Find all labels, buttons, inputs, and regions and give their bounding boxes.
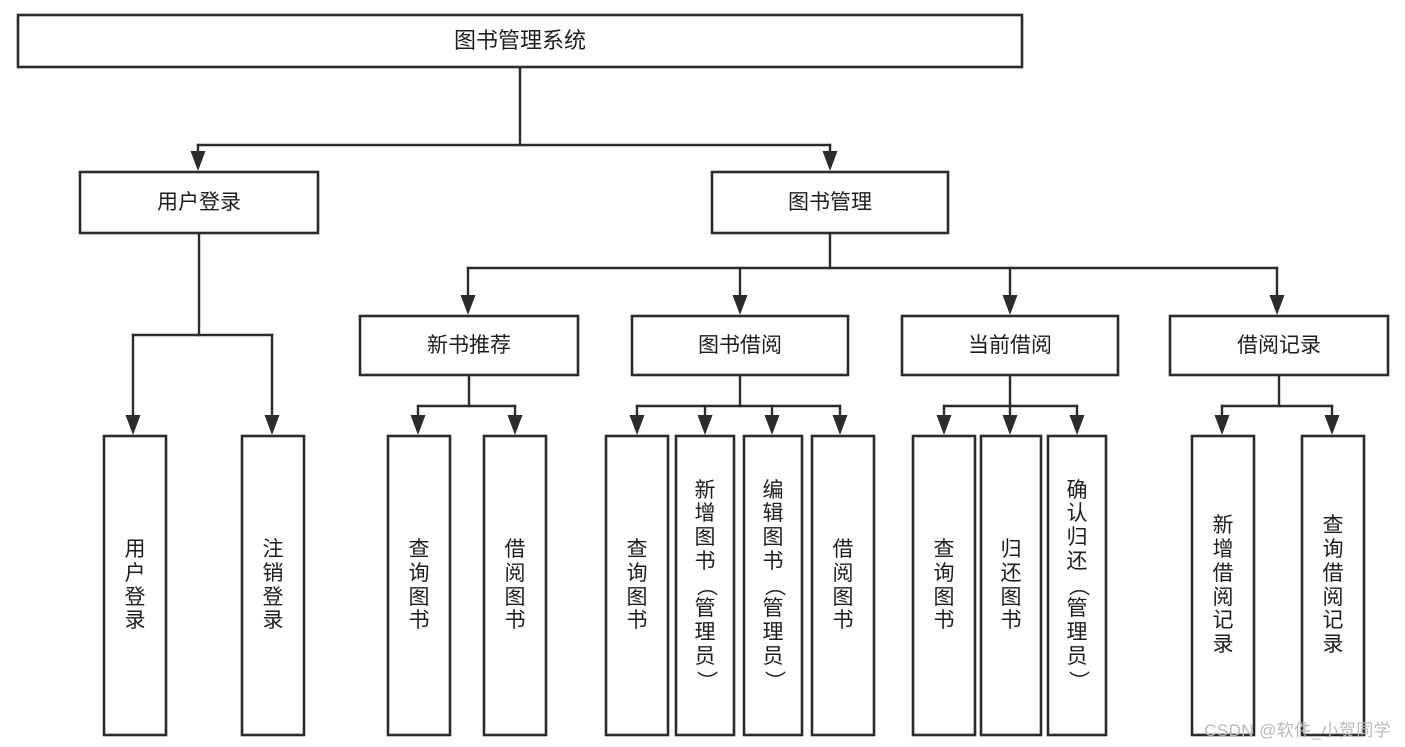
node-box-new-book-recommend	[358, 314, 580, 377]
node-box-leaf-query-book-rec	[386, 434, 452, 737]
node-box-leaf-return-book	[979, 434, 1043, 737]
node-box-user-login	[78, 170, 320, 235]
node-box-leaf-add-borrow-record	[1190, 434, 1256, 737]
node-box-leaf-edit-book-admin	[742, 434, 804, 737]
arrow-head-icon	[732, 295, 748, 315]
node-label-root: 图书管理系统	[454, 28, 586, 53]
node-box-leaf-logout	[240, 434, 306, 737]
node-box-leaf-query-borrow-record	[1300, 434, 1366, 737]
node-box-leaf-borrow-book-rec	[482, 434, 548, 737]
arrow-head-icon	[629, 415, 645, 435]
arrow-head-icon	[822, 151, 838, 171]
node-box-book-manage	[710, 170, 950, 235]
node-box-book-borrow	[630, 314, 850, 377]
arrow-head-icon	[936, 415, 952, 435]
node-box-root	[16, 13, 1024, 69]
arrow-head-icon	[832, 415, 848, 435]
node-box-leaf-add-book-admin	[674, 434, 736, 737]
arrow-head-icon	[1002, 415, 1018, 435]
node-box-leaf-user-login	[102, 434, 168, 737]
arrow-head-icon	[697, 415, 713, 435]
arrow-head-icon	[125, 415, 141, 435]
node-box-current-borrow	[900, 314, 1120, 377]
node-label-user-login: 用户登录	[157, 191, 241, 214]
node-box-leaf-confirm-return-admin	[1046, 434, 1108, 737]
arrow-head-icon	[264, 415, 280, 435]
arrow-head-icon	[1002, 295, 1018, 315]
arrow-head-icon	[410, 415, 426, 435]
arrow-head-icon	[460, 295, 476, 315]
node-box-leaf-query-book-cur	[911, 434, 977, 737]
arrow-head-icon	[1214, 415, 1230, 435]
arrow-head-icon	[190, 151, 206, 171]
node-label-book-borrow: 图书借阅	[698, 334, 782, 357]
node-label-new-book-recommend: 新书推荐	[427, 334, 511, 357]
connector-layer	[125, 65, 1340, 435]
arrow-head-icon	[764, 415, 780, 435]
node-box-layer	[16, 13, 1390, 737]
node-box-leaf-borrow-book-brw	[810, 434, 876, 737]
node-label-current-borrow: 当前借阅	[968, 334, 1052, 357]
node-label-borrow-record: 借阅记录	[1237, 334, 1321, 357]
arrow-head-icon	[1324, 415, 1340, 435]
node-box-borrow-record	[1168, 314, 1390, 377]
arrow-head-icon	[1269, 295, 1285, 315]
node-label-book-manage: 图书管理	[788, 191, 872, 214]
arrow-head-icon	[507, 415, 523, 435]
node-box-leaf-query-book-brw	[604, 434, 670, 737]
arrow-head-icon	[1069, 415, 1085, 435]
